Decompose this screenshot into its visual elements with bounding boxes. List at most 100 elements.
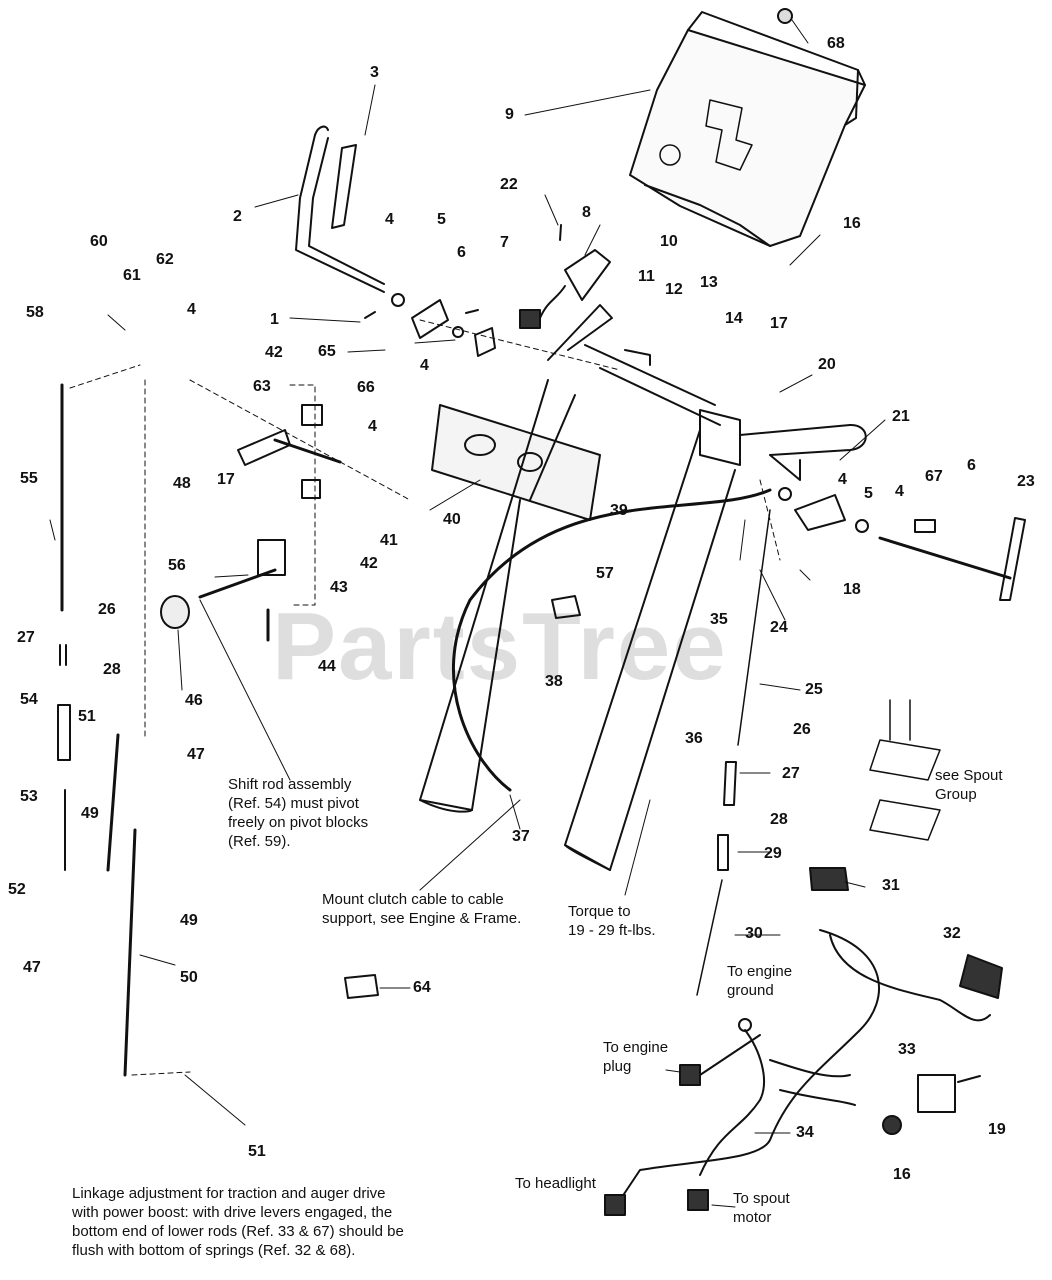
callout-47: 47 [187,746,205,763]
callout-32: 32 [943,925,961,942]
callout-31: 31 [882,877,900,894]
callout-50: 50 [180,969,198,986]
callout-40: 40 [443,511,461,528]
callout-46: 46 [185,692,203,709]
callout-14: 14 [725,310,743,327]
callout-30: 30 [745,925,763,942]
callout-4: 4 [368,418,377,435]
callout-43: 43 [330,579,348,596]
callout-39: 39 [610,502,628,519]
callout-17: 17 [770,315,788,332]
callout-18: 18 [843,581,861,598]
callout-19: 19 [988,1121,1006,1138]
callout-42: 42 [265,344,283,361]
knob-54 [57,704,71,761]
engine-ground-note: To engine ground [727,963,793,999]
callout-5: 5 [437,211,446,228]
callout-23: 23 [1017,473,1035,490]
callout-42: 42 [360,555,378,572]
callout-27: 27 [17,629,35,646]
callout-28: 28 [770,811,788,828]
callout-49: 49 [81,805,99,822]
callout-1: 1 [270,311,279,328]
callout-60: 60 [90,233,108,250]
clutch-cable-note: Mount clutch cable to cable support, see… [322,891,522,927]
callout-61: 61 [123,267,141,284]
callout-13: 13 [700,274,718,291]
callout-41: 41 [380,532,398,549]
dash-panel [629,11,866,247]
callout-10: 10 [660,233,678,250]
left-frame-rail [419,379,576,813]
callout-28: 28 [103,661,121,678]
callout-24: 24 [770,619,788,636]
callout-6: 6 [967,457,976,474]
callout-66: 66 [357,379,375,396]
callout-25: 25 [805,681,823,698]
drive-lever [295,125,385,293]
callout-51: 51 [248,1143,266,1160]
callout-2: 2 [233,208,242,225]
callout-64: 64 [413,979,431,996]
callout-56: 56 [168,557,186,574]
callout-35: 35 [710,611,728,628]
callout-5: 5 [864,485,873,502]
knob-46 [160,595,190,629]
callout-38: 38 [545,673,563,690]
right-frame-rail [564,429,736,871]
spout-group-note: see Spout Group [935,767,1003,803]
callout-17: 17 [217,471,235,488]
callout-21: 21 [892,408,910,425]
wiring-harness [619,929,991,1201]
linkage-note: Linkage adjustment for traction and auge… [72,1185,404,1259]
switch-8 [564,249,611,301]
callout-20: 20 [818,356,836,373]
headlight-note: To headlight [515,1175,596,1192]
callout-22: 22 [500,176,518,193]
callout-51: 51 [78,708,96,725]
callout-16: 16 [843,215,861,232]
callout-37: 37 [512,828,530,845]
callout-4: 4 [385,211,394,228]
callout-63: 63 [253,378,271,395]
callout-44: 44 [318,658,336,675]
plate-40 [431,404,601,521]
watermark: PartsTree [272,593,728,700]
callout-57: 57 [596,565,614,582]
callout-68: 68 [827,35,845,52]
callout-34: 34 [796,1124,814,1141]
callout-26: 26 [98,601,116,618]
callout-55: 55 [20,470,38,487]
callout-65: 65 [318,343,336,360]
upper-handle [547,304,867,481]
callout-33: 33 [898,1041,916,1058]
callout-8: 8 [582,204,591,221]
callout-4: 4 [420,357,429,374]
callout-29: 29 [764,845,782,862]
clutch-cable [451,488,772,792]
callout-27: 27 [782,765,800,782]
spout-motor-note: To spout motor [733,1190,790,1226]
bracket-5 [411,299,449,339]
callout-9: 9 [505,106,514,123]
callout-4: 4 [895,483,904,500]
callout-53: 53 [20,788,38,805]
callout-12: 12 [665,281,683,298]
callout-52: 52 [8,881,26,898]
callout-4: 4 [838,471,847,488]
callout-58: 58 [26,304,44,321]
plug-68 [777,8,793,24]
callout-3: 3 [370,64,379,81]
callout-11: 11 [638,268,655,285]
callout-36: 36 [685,730,703,747]
callout-54: 54 [20,691,38,708]
callout-16: 16 [893,1166,911,1183]
bushing-7 [474,327,496,357]
callout-4: 4 [187,301,196,318]
torque-note: Torque to 19 - 29 ft-lbs. [568,903,656,939]
callout-7: 7 [500,234,509,251]
callout-62: 62 [156,251,174,268]
shift-rod-note: Shift rod assembly (Ref. 54) must pivot … [228,776,369,850]
